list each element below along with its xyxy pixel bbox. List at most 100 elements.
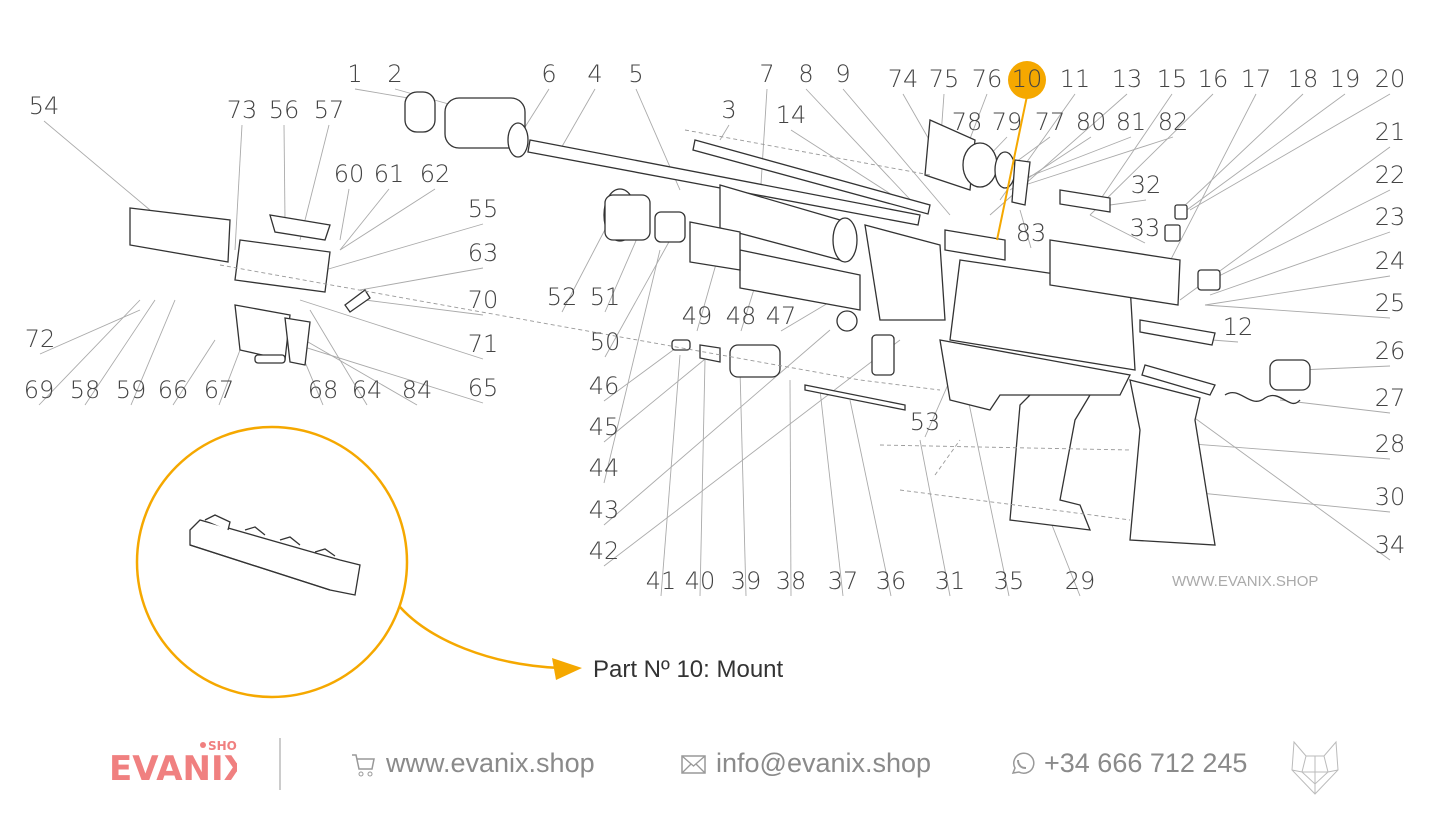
- leader-line: [1211, 339, 1239, 343]
- part-label: 51: [590, 283, 621, 311]
- part-label: 33: [1130, 214, 1161, 242]
- leader-line: [1049, 519, 1081, 597]
- part-label: 69: [24, 376, 55, 404]
- leader-line: [1024, 136, 1174, 186]
- brand-sub: SHOP: [208, 739, 237, 753]
- part-label: 60: [334, 160, 365, 188]
- part-label: 72: [25, 325, 56, 353]
- part-label: 18: [1288, 65, 1319, 93]
- leader-line: [172, 339, 216, 406]
- part-label: 17: [1241, 65, 1272, 93]
- leader-line: [819, 389, 844, 597]
- wolf-logo-icon: [1290, 740, 1340, 800]
- highlight-leader-line: [996, 95, 1028, 241]
- leader-line: [719, 124, 730, 141]
- part-label: 52: [547, 283, 578, 311]
- leader-line: [1214, 189, 1391, 279]
- part-label: 34: [1375, 531, 1406, 559]
- leader-line: [559, 88, 596, 151]
- leader-line: [789, 379, 792, 597]
- part-label: 48: [726, 302, 757, 330]
- part-label: 14: [776, 101, 807, 129]
- part-label: 80: [1076, 108, 1107, 136]
- leader-line: [359, 267, 484, 291]
- watermark-text: WWW.EVANIX.SHOP: [1172, 573, 1319, 590]
- part-label: 79: [992, 108, 1023, 136]
- footer-divider: [279, 738, 281, 790]
- leader-line: [234, 124, 243, 251]
- callout-arrow: [399, 606, 561, 670]
- part-label: 65: [468, 374, 499, 402]
- website-link[interactable]: www.evanix.shop: [350, 748, 595, 779]
- leader-line: [842, 88, 951, 216]
- part-label: 30: [1375, 483, 1406, 511]
- part-label: 75: [929, 65, 960, 93]
- leader-line: [1109, 199, 1147, 206]
- part-label: 31: [935, 567, 966, 595]
- part-label: 29: [1065, 567, 1096, 595]
- part-label: 8: [798, 60, 813, 88]
- leader-line: [919, 439, 951, 597]
- highlight-marker: [1008, 61, 1046, 99]
- leader-line: [218, 349, 241, 406]
- part-label: 57: [314, 96, 345, 124]
- phone-text: +34 666 712 245: [1044, 748, 1248, 778]
- leader-line: [38, 299, 141, 406]
- part-label: 5: [628, 60, 643, 88]
- leader-line: [1179, 93, 1304, 211]
- part-label: 1: [347, 60, 362, 88]
- leader-line: [1019, 209, 1032, 249]
- leader-line: [603, 329, 831, 526]
- leader-line: [561, 219, 611, 313]
- part-label: 50: [590, 328, 621, 356]
- part-label: 54: [29, 92, 60, 120]
- leader-line: [1169, 399, 1391, 561]
- email-link[interactable]: info@evanix.shop: [680, 748, 931, 779]
- phone-link[interactable]: +34 666 712 245: [1008, 748, 1247, 779]
- part-label: 41: [646, 567, 677, 595]
- part-label: 23: [1375, 203, 1406, 231]
- leader-line: [603, 339, 901, 567]
- leader-line: [43, 120, 151, 211]
- part-label: 81: [1116, 108, 1147, 136]
- whatsapp-icon: [1008, 750, 1036, 778]
- part-label: 56: [269, 96, 300, 124]
- part-label: 42: [589, 537, 620, 565]
- part-label: 46: [589, 372, 620, 400]
- leader-line: [739, 369, 747, 597]
- part-label: 9: [835, 60, 850, 88]
- leader-line: [603, 249, 661, 484]
- leader-line: [699, 359, 706, 597]
- part-label: 44: [589, 454, 620, 482]
- part-label: 61: [374, 160, 405, 188]
- evanix-shop-logo[interactable]: EVANIX SHOP: [107, 738, 250, 789]
- part-label: 11: [1060, 65, 1091, 93]
- part-label: 66: [158, 376, 189, 404]
- part-label: 68: [308, 376, 339, 404]
- part-label: 39: [731, 567, 762, 595]
- leader-line: [805, 88, 921, 211]
- part-label: 4: [587, 60, 602, 88]
- leader-line: [603, 354, 711, 443]
- cart-icon: [350, 750, 378, 778]
- leader-line: [84, 299, 156, 406]
- parts-drawing: [129, 91, 1311, 546]
- part-label: 78: [952, 108, 983, 136]
- part-label: 76: [972, 65, 1003, 93]
- leader-line: [924, 379, 951, 438]
- part-label: 63: [468, 239, 499, 267]
- mount-part-illustration: [189, 514, 361, 596]
- part-label: 71: [468, 330, 499, 358]
- part-label: 55: [468, 195, 499, 223]
- part-label: 35: [994, 567, 1025, 595]
- part-label: 27: [1375, 384, 1406, 412]
- part-label: 19: [1330, 65, 1361, 93]
- part-label: 24: [1375, 247, 1406, 275]
- part-label: 28: [1375, 430, 1406, 458]
- part-label: 82: [1158, 108, 1189, 136]
- part-label: 21: [1375, 118, 1406, 146]
- callout-arrowhead: [552, 658, 582, 680]
- leader-line: [604, 239, 671, 358]
- part-label: 13: [1112, 65, 1143, 93]
